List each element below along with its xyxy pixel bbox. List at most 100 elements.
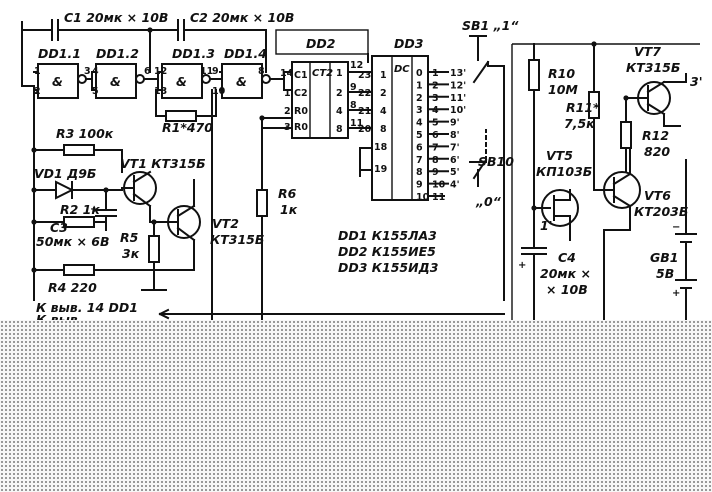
pin-number: 11 bbox=[350, 118, 363, 129]
dd2-ct2-label: CT2 bbox=[312, 68, 333, 79]
pin-number: 18 bbox=[374, 142, 388, 153]
gate-dd1-3: & bbox=[161, 63, 221, 99]
dd3-output-label: 7 bbox=[416, 155, 423, 166]
r5-value: 3к bbox=[122, 246, 140, 261]
c3-value: 50мк × 6В bbox=[36, 234, 110, 249]
r4-label: R4 220 bbox=[48, 280, 97, 295]
pin-number: 9 bbox=[350, 82, 357, 93]
vt6-value: КТ203Б bbox=[634, 204, 688, 219]
resistor-r2 bbox=[33, 216, 107, 228]
transistor-vt6 bbox=[603, 147, 641, 320]
transistor-vt2-driver bbox=[149, 179, 201, 271]
legend-dd2: DD2 К155ИЕ5 bbox=[338, 244, 436, 259]
switch-sb10 bbox=[469, 129, 488, 187]
dd3-contact-label: 13' bbox=[450, 68, 466, 79]
gate-dd1-4: & bbox=[221, 63, 285, 99]
transistor-vt7 bbox=[625, 73, 687, 127]
vt7-value: КТ315Б bbox=[626, 60, 680, 75]
dd3-output-label: 8 bbox=[416, 167, 423, 178]
legend-dd3: DD3 К155ИД3 bbox=[338, 260, 438, 275]
gate-dd1-2-symbol: & bbox=[110, 74, 121, 89]
chip-dd2: CT2 C1 C2 R0 R0 1 2 4 8 14 1 2 3 12 9 8 … bbox=[280, 60, 363, 139]
pin-number: 7 bbox=[432, 142, 439, 153]
sb1-label: SB1 „1“ bbox=[462, 18, 519, 33]
gate-dd1-1: & bbox=[37, 63, 93, 99]
dd2-output-label: 2 bbox=[336, 88, 343, 99]
gb1-value: 5В bbox=[656, 266, 674, 281]
dd3-contact-label: 8' bbox=[450, 130, 460, 141]
battery-gb1: − + bbox=[672, 159, 697, 320]
r1-label: R1*470 bbox=[162, 120, 213, 135]
pin-number: 19 bbox=[374, 164, 387, 175]
dd3-input-label: 8 bbox=[380, 124, 387, 135]
junctions bbox=[31, 27, 629, 273]
vt6-label: VT6 bbox=[644, 188, 671, 203]
pin-number: 1 bbox=[284, 88, 291, 99]
dd3-contact-label: 7' bbox=[450, 142, 460, 153]
gb1-minus: − bbox=[672, 222, 680, 233]
resistor-r1 bbox=[155, 89, 217, 122]
dd3-output-label: 3 bbox=[416, 105, 423, 116]
pin-number: 21 bbox=[358, 106, 371, 117]
capacitor-c3: + bbox=[90, 189, 117, 231]
dd1-3-label: DD1.3 bbox=[172, 46, 215, 61]
point-1prime: 1' bbox=[540, 218, 553, 233]
circuit-schematic: C1 20мк × 10В C2 20мк × 10В & DD1.1 & DD… bbox=[21, 10, 703, 320]
pin-number: 5 bbox=[432, 118, 439, 129]
dd3-contact-label: 5' bbox=[450, 167, 460, 178]
r11-value: 7,5к bbox=[564, 116, 595, 131]
note-pin: К выв. bbox=[36, 312, 82, 320]
dd2-input-label: R0 bbox=[294, 106, 308, 117]
gate-dd1-2: & bbox=[95, 63, 159, 99]
pin-number: 9 bbox=[212, 66, 219, 77]
dd3-dc-label: DC bbox=[394, 64, 410, 75]
sb10-label: SB10 bbox=[478, 154, 514, 169]
gate-dd1-4-symbol: & bbox=[236, 74, 247, 89]
resistor-r11 bbox=[588, 43, 605, 191]
dd1-1-label: DD1.1 bbox=[38, 46, 81, 61]
pin-number: 11 bbox=[200, 66, 213, 77]
c3-label: C3 bbox=[50, 220, 68, 235]
pin-number: 5 bbox=[92, 86, 99, 97]
dd2-input-label: R0 bbox=[294, 122, 308, 133]
gb1-label: GB1 bbox=[650, 250, 679, 265]
dd2-input-label: C1 bbox=[294, 70, 308, 81]
dd3-input-label: 2 bbox=[380, 88, 387, 99]
switch-sb1 bbox=[469, 35, 490, 84]
c4-plus: + bbox=[518, 260, 526, 271]
pin-number: 2 bbox=[284, 106, 291, 117]
dd2-output-label: 1 bbox=[336, 68, 343, 79]
c1-label: C1 20мк × 10В bbox=[64, 10, 168, 25]
dd3-contact-label: 6' bbox=[450, 155, 460, 166]
dd3-output-label: 0 bbox=[416, 68, 423, 79]
pin-number: 9 bbox=[432, 167, 439, 178]
pin-number: 14 bbox=[280, 68, 294, 79]
vt5-label: VT5 bbox=[546, 148, 573, 163]
dd2-input-label: C2 bbox=[294, 88, 308, 99]
pin-number: 2 bbox=[432, 80, 439, 91]
r11-label: R11* bbox=[566, 100, 600, 115]
vt5-value: КП103Б bbox=[536, 164, 592, 179]
c4-voltage: × 10В bbox=[546, 282, 588, 297]
resistor-r6 bbox=[256, 117, 268, 320]
dd3-input-label: 1 bbox=[380, 70, 387, 81]
dd2-output-label: 4 bbox=[336, 106, 343, 117]
dd3-output-label: 6 bbox=[416, 142, 423, 153]
sb10-note: „0“ bbox=[475, 194, 502, 209]
pin-number: 6 bbox=[144, 66, 151, 77]
transistor-vt5 bbox=[533, 189, 579, 241]
pin-number: 11 bbox=[432, 192, 445, 203]
gate-dd1-3-symbol: & bbox=[176, 74, 187, 89]
c3-plus: + bbox=[90, 204, 98, 215]
dd2-frame bbox=[275, 29, 369, 55]
dd3-label: DD3 bbox=[394, 36, 423, 51]
pin-number: 12 bbox=[350, 60, 363, 71]
pin-number: 2 bbox=[34, 86, 41, 97]
r12-label: R12 bbox=[642, 128, 669, 143]
r2-label: R2 1к bbox=[60, 202, 100, 217]
vd1-label: VD1 Д9Б bbox=[34, 166, 96, 181]
r3-label: R3 100к bbox=[56, 126, 114, 141]
pin-number: 6 bbox=[432, 130, 439, 141]
resistor-r12 bbox=[620, 97, 632, 173]
